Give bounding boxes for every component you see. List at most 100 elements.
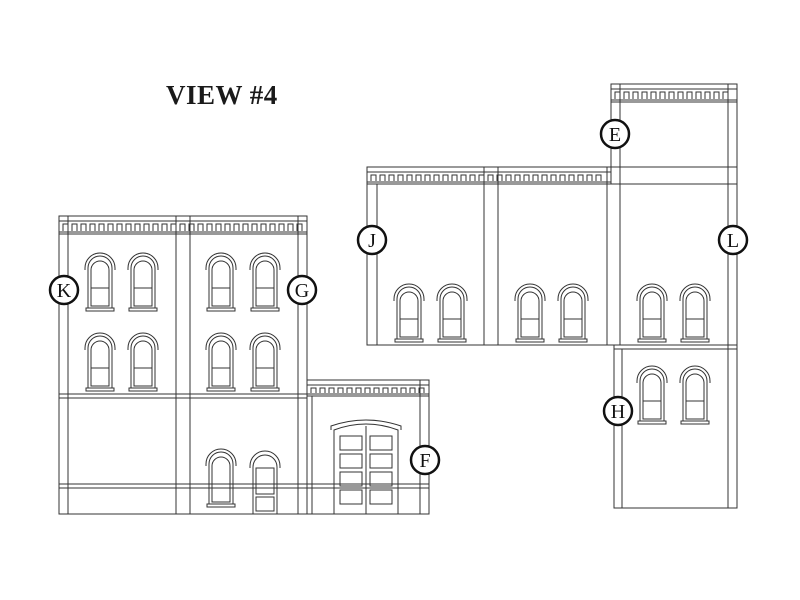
dentil <box>152 223 159 231</box>
window-sill <box>250 387 280 392</box>
window-glazing <box>211 260 231 307</box>
window-hood <box>127 332 159 350</box>
callout-E: E <box>599 118 631 150</box>
dentil <box>686 91 693 99</box>
window-frame <box>130 255 156 309</box>
arched-window <box>84 332 116 392</box>
window-hood <box>636 365 668 383</box>
dentil <box>269 223 276 231</box>
callout-G-text: G <box>295 280 309 302</box>
dentil <box>233 223 240 231</box>
window-hood <box>205 448 237 466</box>
dentil <box>541 174 548 181</box>
window-frame <box>682 368 708 422</box>
window-hood <box>205 252 237 270</box>
window-sill <box>394 338 424 343</box>
window-hood <box>514 283 546 301</box>
windows <box>84 252 711 508</box>
window-glazing <box>685 291 705 338</box>
dentil <box>550 174 557 181</box>
dentil <box>206 223 213 231</box>
dentil <box>505 174 512 181</box>
dentil <box>487 174 494 181</box>
arched-window <box>127 252 159 312</box>
window-glazing <box>442 291 462 338</box>
window-frame <box>517 286 543 340</box>
dentil <box>595 174 602 181</box>
window-sill <box>206 387 236 392</box>
window-sill <box>128 307 158 312</box>
dentil <box>704 91 711 99</box>
dentil <box>143 223 150 231</box>
window-frame <box>208 335 234 389</box>
dentil <box>278 223 285 231</box>
dentil <box>98 223 105 231</box>
dentil <box>71 223 78 231</box>
dentil <box>460 174 467 181</box>
window-frame <box>130 335 156 389</box>
callout-K: K <box>48 274 80 306</box>
dentil <box>695 91 702 99</box>
window-glazing <box>399 291 419 338</box>
dentil <box>125 223 132 231</box>
window-hood <box>249 332 281 350</box>
dentil <box>400 387 407 393</box>
window-hood <box>127 252 159 270</box>
callout-J-text: J <box>368 230 376 252</box>
window-sill <box>206 503 236 508</box>
dentil <box>532 174 539 181</box>
garage-hood <box>330 419 402 430</box>
arched-window <box>557 283 589 343</box>
callout-labels: K G J E L H F <box>48 118 749 476</box>
dentil <box>388 174 395 181</box>
window-hood <box>393 283 425 301</box>
dentil <box>373 387 380 393</box>
window-frame <box>87 335 113 389</box>
window-glazing <box>685 373 705 420</box>
dentil <box>161 223 168 231</box>
dentil <box>623 91 630 99</box>
window-sill <box>558 338 588 343</box>
arched-window <box>205 448 237 508</box>
window-hood <box>557 283 589 301</box>
dentil <box>478 174 485 181</box>
dentil <box>514 174 521 181</box>
window-sill <box>637 338 667 343</box>
dentil <box>577 174 584 181</box>
window-frame <box>252 255 278 309</box>
dentil <box>215 223 222 231</box>
dentil <box>496 174 503 181</box>
window-hood <box>636 283 668 301</box>
dentil <box>224 223 231 231</box>
arched-window <box>249 332 281 392</box>
arched-window <box>249 252 281 312</box>
window-frame <box>682 286 708 340</box>
window-frame <box>208 451 234 505</box>
window-sill <box>437 338 467 343</box>
window-frame <box>396 286 422 340</box>
dentil <box>442 174 449 181</box>
window-glazing <box>133 260 153 307</box>
dentil <box>296 223 303 231</box>
dentil <box>391 387 398 393</box>
dentil <box>379 174 386 181</box>
dentil <box>632 91 639 99</box>
window-hood <box>679 283 711 301</box>
callout-L: L <box>717 224 749 256</box>
garage-door <box>333 423 399 514</box>
arched-window <box>636 283 668 343</box>
window-frame <box>560 286 586 340</box>
callout-F-text: F <box>419 450 430 472</box>
arched-window <box>679 365 711 425</box>
dentil <box>568 174 575 181</box>
dentil <box>424 174 431 181</box>
view-title: VIEW #4 <box>166 80 278 110</box>
window-frame <box>87 255 113 309</box>
callout-E-text: E <box>609 124 621 146</box>
dentil <box>80 223 87 231</box>
window-glazing <box>642 291 662 338</box>
arched-window <box>679 283 711 343</box>
dentil <box>415 174 422 181</box>
window-sill <box>637 420 667 425</box>
dentil <box>364 387 371 393</box>
